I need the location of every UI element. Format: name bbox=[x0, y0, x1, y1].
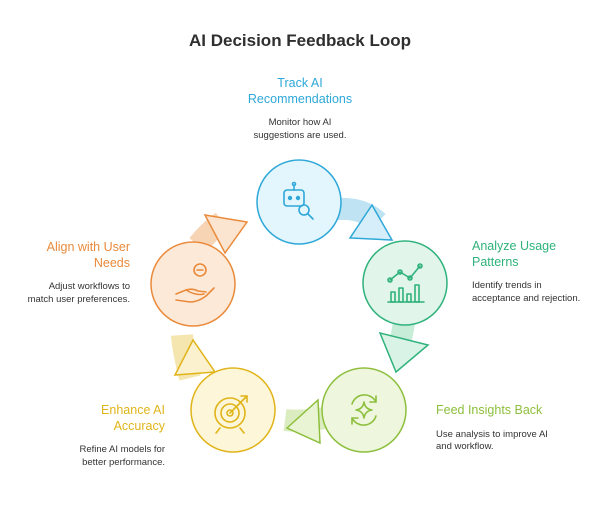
step-feed-desc: Use analysis to improve AI and workflow. bbox=[436, 429, 586, 455]
step-enhance-title-line1: Enhance AI bbox=[101, 403, 165, 417]
step-enhance-label: Enhance AI Accuracy Refine AI models for… bbox=[30, 403, 165, 470]
step-enhance-desc-line2: better performance. bbox=[82, 457, 165, 469]
step-align-title-line1: Align with User bbox=[46, 240, 130, 254]
step-align-label: Align with User Needs Adjust workflows t… bbox=[10, 240, 130, 307]
step-feed-desc-line1: Use analysis to improve AI bbox=[436, 428, 548, 440]
step-align-title-line2: Needs bbox=[93, 255, 130, 270]
step-track-title-line2: Recommendations bbox=[247, 91, 353, 106]
step-track-label: Track AI Recommendations Monitor how AI … bbox=[205, 76, 395, 143]
arrow-enhance-align bbox=[173, 338, 217, 376]
node-align bbox=[150, 241, 236, 327]
step-analyze-label: Analyze Usage Patterns Identify trends i… bbox=[472, 239, 597, 306]
step-track-desc-line1: Monitor how AI bbox=[268, 117, 332, 129]
node-track bbox=[256, 159, 342, 245]
diagram-title: AI Decision Feedback Loop bbox=[189, 31, 411, 50]
step-feed-title: Feed Insights Back bbox=[436, 403, 586, 419]
step-enhance-desc-line1: Refine AI models for bbox=[79, 444, 165, 456]
step-analyze-title: Analyze Usage Patterns bbox=[472, 239, 597, 270]
step-analyze-desc-line2: acceptance and rejection. bbox=[472, 293, 581, 305]
step-feed-desc-line2: and workflow. bbox=[436, 441, 494, 453]
arrow-analyze-feed bbox=[378, 331, 430, 374]
step-align-desc-line2: match user preferences. bbox=[27, 294, 130, 306]
step-analyze-title-line2: Patterns bbox=[472, 254, 519, 269]
arrow-track-analyze bbox=[348, 203, 394, 241]
step-track-title: Track AI Recommendations bbox=[205, 76, 395, 107]
step-enhance-desc: Refine AI models for better performance. bbox=[30, 444, 165, 470]
step-analyze-desc: Identify trends in acceptance and reject… bbox=[472, 280, 597, 306]
hand-coin-icon bbox=[175, 263, 215, 303]
loop-ring bbox=[171, 197, 430, 445]
node-enhance bbox=[190, 367, 276, 453]
node-analyze bbox=[362, 240, 448, 326]
step-enhance-title: Enhance AI Accuracy bbox=[30, 403, 165, 434]
step-enhance-title-line2: Accuracy bbox=[113, 418, 165, 433]
step-feed-title-line1: Feed Insights Back bbox=[436, 403, 543, 417]
step-align-desc-line1: Adjust workflows to bbox=[48, 281, 130, 293]
step-track-desc-line2: suggestions are used. bbox=[253, 130, 347, 142]
step-align-desc: Adjust workflows to match user preferenc… bbox=[10, 281, 130, 307]
step-analyze-desc-line1: Identify trends in bbox=[472, 280, 542, 292]
step-track-desc: Monitor how AI suggestions are used. bbox=[205, 117, 395, 143]
sparkle-refresh-icon bbox=[351, 394, 377, 426]
step-track-title-line1: Track AI bbox=[277, 76, 323, 90]
step-analyze-title-line1: Analyze Usage bbox=[472, 239, 557, 253]
robot-search-icon bbox=[283, 181, 314, 220]
step-feed-label: Feed Insights Back Use analysis to impro… bbox=[436, 403, 586, 454]
chart-icon bbox=[387, 263, 425, 303]
node-feed bbox=[321, 367, 407, 453]
arrow-align-track bbox=[203, 214, 249, 255]
arrow-feed-enhance bbox=[285, 398, 321, 445]
target-icon bbox=[214, 395, 248, 434]
step-align-title: Align with User Needs bbox=[10, 240, 130, 271]
